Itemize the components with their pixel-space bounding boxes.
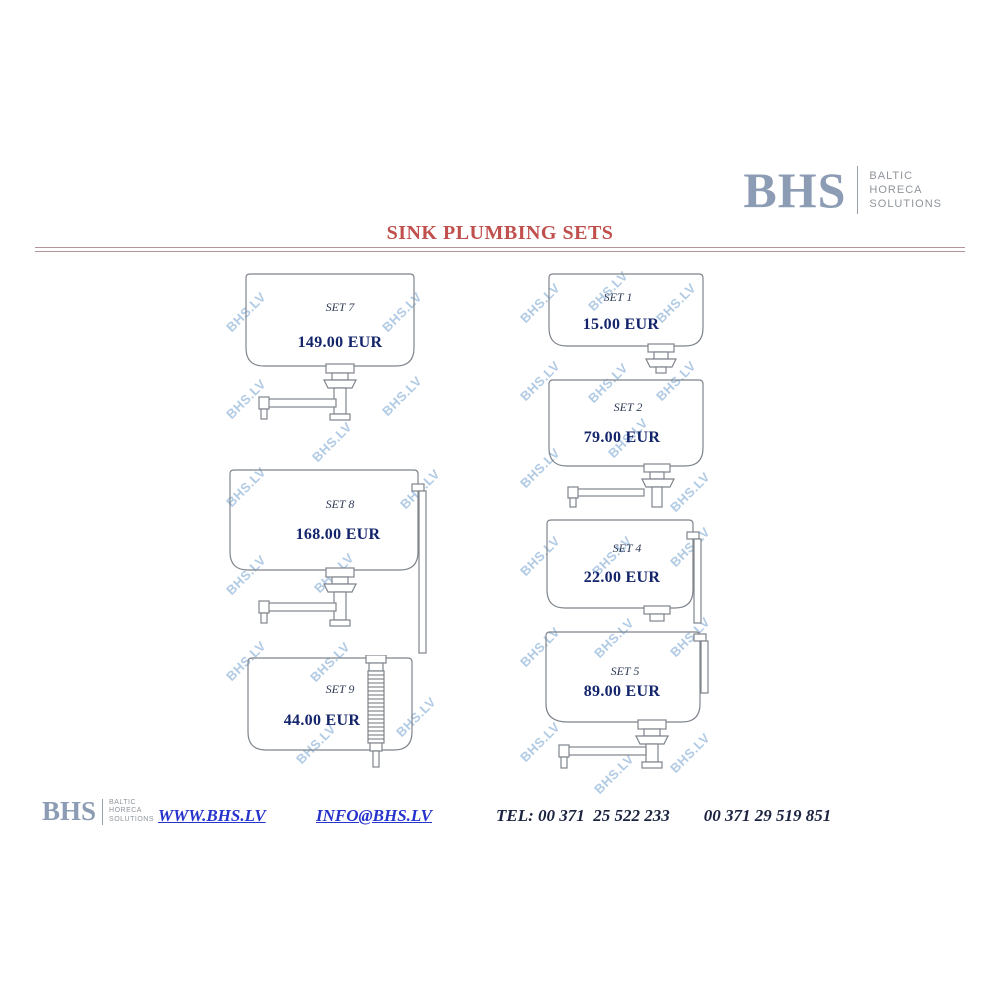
bhs-logo-text: BHS bbox=[743, 162, 847, 218]
sink-plumbing-diagram bbox=[545, 631, 709, 769]
logo-divider bbox=[102, 798, 104, 825]
set-price: 149.00 EUR bbox=[297, 334, 383, 351]
website-link[interactable]: WWW.BHS.LV bbox=[158, 806, 266, 825]
sink-plumbing-diagram bbox=[247, 655, 413, 768]
set-label: SET 4 bbox=[612, 541, 642, 555]
set-label: SET 1 bbox=[603, 290, 633, 304]
set-price: 168.00 EUR bbox=[295, 526, 381, 543]
product-set-7: SET 7 149.00 EUR bbox=[228, 272, 432, 468]
sink-plumbing-diagram bbox=[245, 273, 415, 421]
product-set-9: SET 9 44.00 EUR bbox=[244, 655, 440, 773]
tagline-line: HORECA bbox=[109, 807, 142, 815]
email-link[interactable]: INFO@BHS.LV bbox=[316, 806, 433, 825]
set-price: 89.00 EUR bbox=[583, 683, 661, 700]
phone-numbers: TEL: 00 371 25 522 233 00 371 29 519 851 bbox=[496, 806, 831, 826]
bhs-logo-text: BHS bbox=[42, 796, 97, 826]
product-set-1: SET 1 15.00 EUR bbox=[545, 272, 707, 374]
page-title: SINK PLUMBING SETS bbox=[386, 222, 614, 244]
sink-plumbing-diagram bbox=[229, 469, 427, 654]
product-set-4: SET 4 22.00 EUR bbox=[543, 518, 711, 626]
sink-plumbing-diagram bbox=[546, 519, 702, 624]
logo-tagline: BALTIC HORECA SOLUTIONS bbox=[869, 169, 942, 211]
product-set-2: SET 2 79.00 EUR bbox=[545, 378, 707, 514]
product-set-5: SET 5 89.00 EUR bbox=[540, 630, 716, 778]
tagline-line: SOLUTIONS bbox=[869, 198, 942, 210]
logo-tagline: BALTIC HORECA SOLUTIONS bbox=[109, 799, 154, 825]
sink-plumbing-diagram bbox=[548, 273, 704, 374]
set-price: 15.00 EUR bbox=[582, 316, 660, 333]
bhs-logo: BHS BALTIC HORECA SOLUTIONS bbox=[743, 165, 942, 215]
set-label: SET 5 bbox=[610, 664, 640, 678]
tagline-line: HORECA bbox=[869, 184, 923, 196]
phone-number-1: TEL: 00 371 25 522 233 bbox=[496, 806, 670, 825]
footer: BHS BALTIC HORECA SOLUTIONS WWW.BHS.LV I… bbox=[0, 796, 1000, 844]
logo-divider bbox=[857, 166, 859, 214]
set-label: SET 9 bbox=[325, 682, 355, 696]
tagline-line: BALTIC bbox=[109, 798, 137, 806]
set-price: 22.00 EUR bbox=[583, 569, 661, 586]
tagline-line: BALTIC bbox=[869, 170, 914, 182]
title-divider-rule bbox=[35, 247, 965, 252]
set-price: 79.00 EUR bbox=[583, 429, 661, 446]
product-set-8: SET 8 168.00 EUR bbox=[222, 468, 440, 660]
bhs-logo-small: BHS BALTIC HORECA SOLUTIONS bbox=[42, 798, 154, 825]
tagline-line: SOLUTIONS bbox=[109, 815, 154, 823]
set-label: SET 2 bbox=[613, 400, 643, 414]
set-price: 44.00 EUR bbox=[283, 712, 361, 729]
phone-number-2: 00 371 29 519 851 bbox=[703, 806, 832, 825]
set-label: SET 7 bbox=[325, 300, 355, 314]
set-label: SET 8 bbox=[325, 497, 355, 511]
sink-plumbing-diagram bbox=[548, 379, 704, 508]
